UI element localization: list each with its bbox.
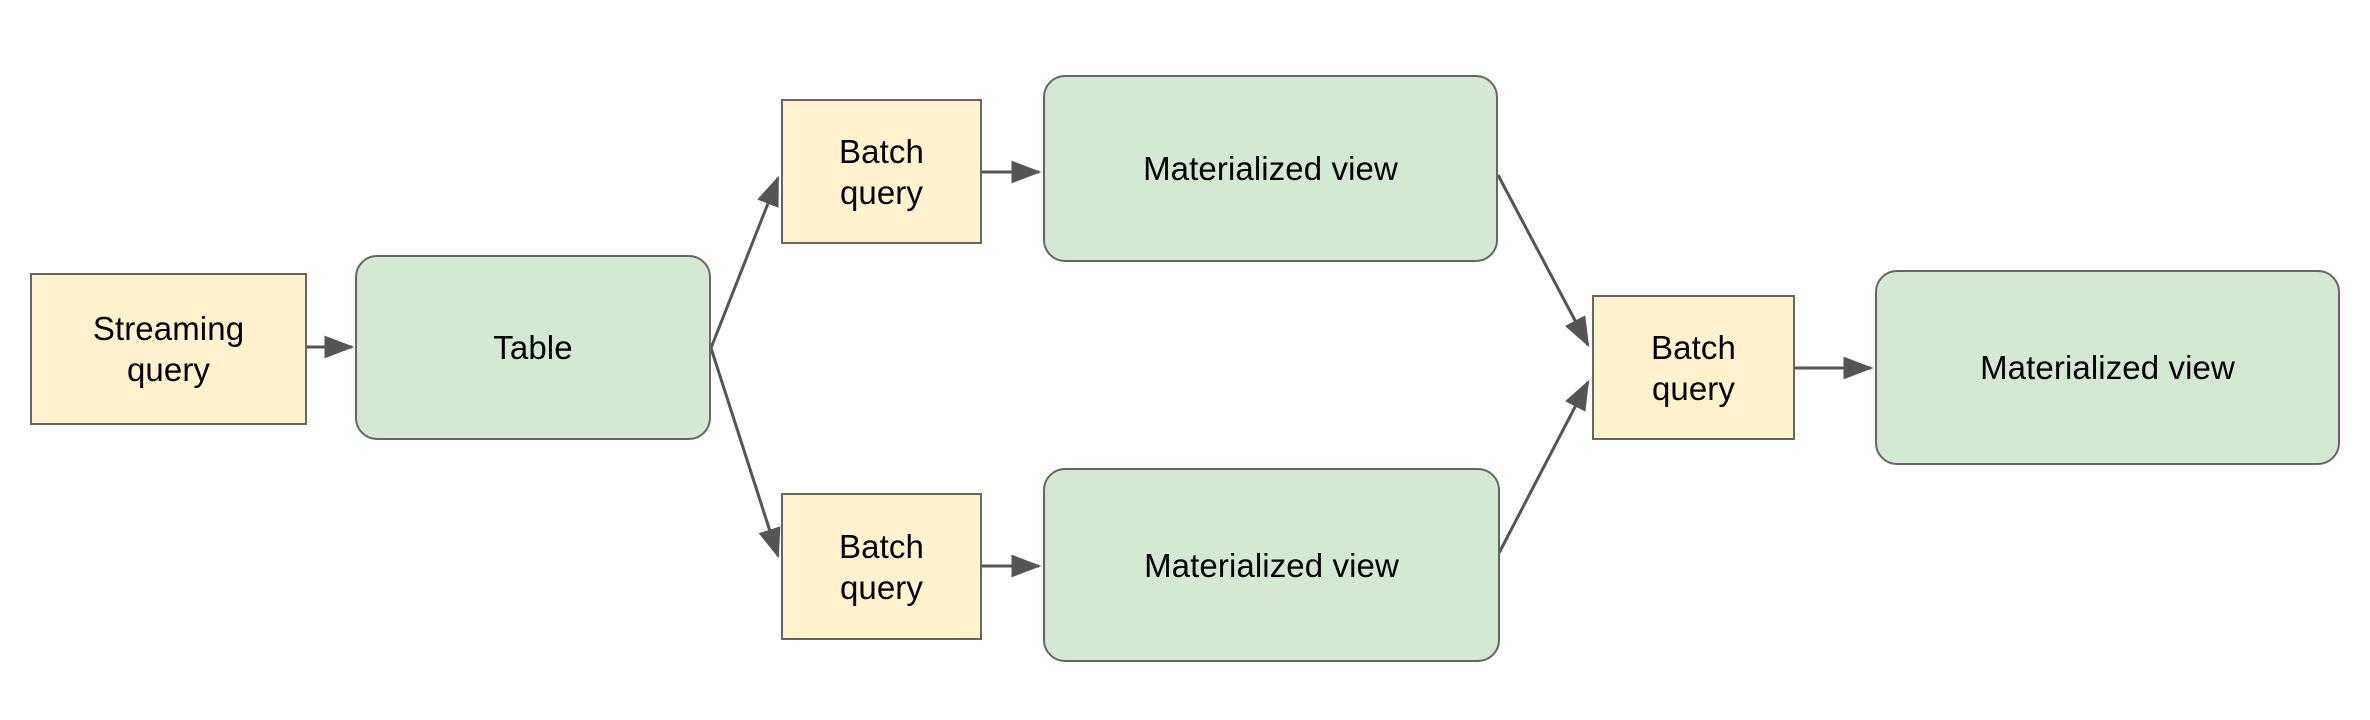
node-materialized-view-top[interactable]: Materialized view xyxy=(1043,75,1498,262)
edge-view-top-to-merge xyxy=(1496,174,1590,348)
node-label-streaming-query: Streaming query xyxy=(92,310,245,388)
node-label-batch-query-top: Batch query xyxy=(839,132,924,211)
edge-view-bottom-to-merge xyxy=(1496,379,1590,556)
edge-table-to-batch-bottom xyxy=(709,347,781,559)
node-batch-query-merge[interactable]: Batch query xyxy=(1592,295,1795,440)
node-streaming-query[interactable]: Streaming query xyxy=(30,273,307,425)
node-batch-query-top[interactable]: Batch query xyxy=(781,99,982,244)
node-label-materialized-view-top: Materialized view xyxy=(1143,150,1398,187)
node-materialized-view-bottom[interactable]: Materialized view xyxy=(1043,468,1500,662)
node-label-table: Table xyxy=(493,329,573,366)
node-table[interactable]: Table xyxy=(355,255,711,440)
edge-table-to-batch-top xyxy=(709,175,780,349)
node-batch-query-bottom[interactable]: Batch query xyxy=(781,493,982,640)
node-label-batch-query-merge: Batch query xyxy=(1651,328,1736,407)
node-label-materialized-view-final: Materialized view xyxy=(1980,349,2235,386)
node-label-batch-query-bottom: Batch query xyxy=(839,527,924,606)
node-materialized-view-final[interactable]: Materialized view xyxy=(1875,270,2340,465)
node-label-materialized-view-bottom: Materialized view xyxy=(1144,546,1399,584)
